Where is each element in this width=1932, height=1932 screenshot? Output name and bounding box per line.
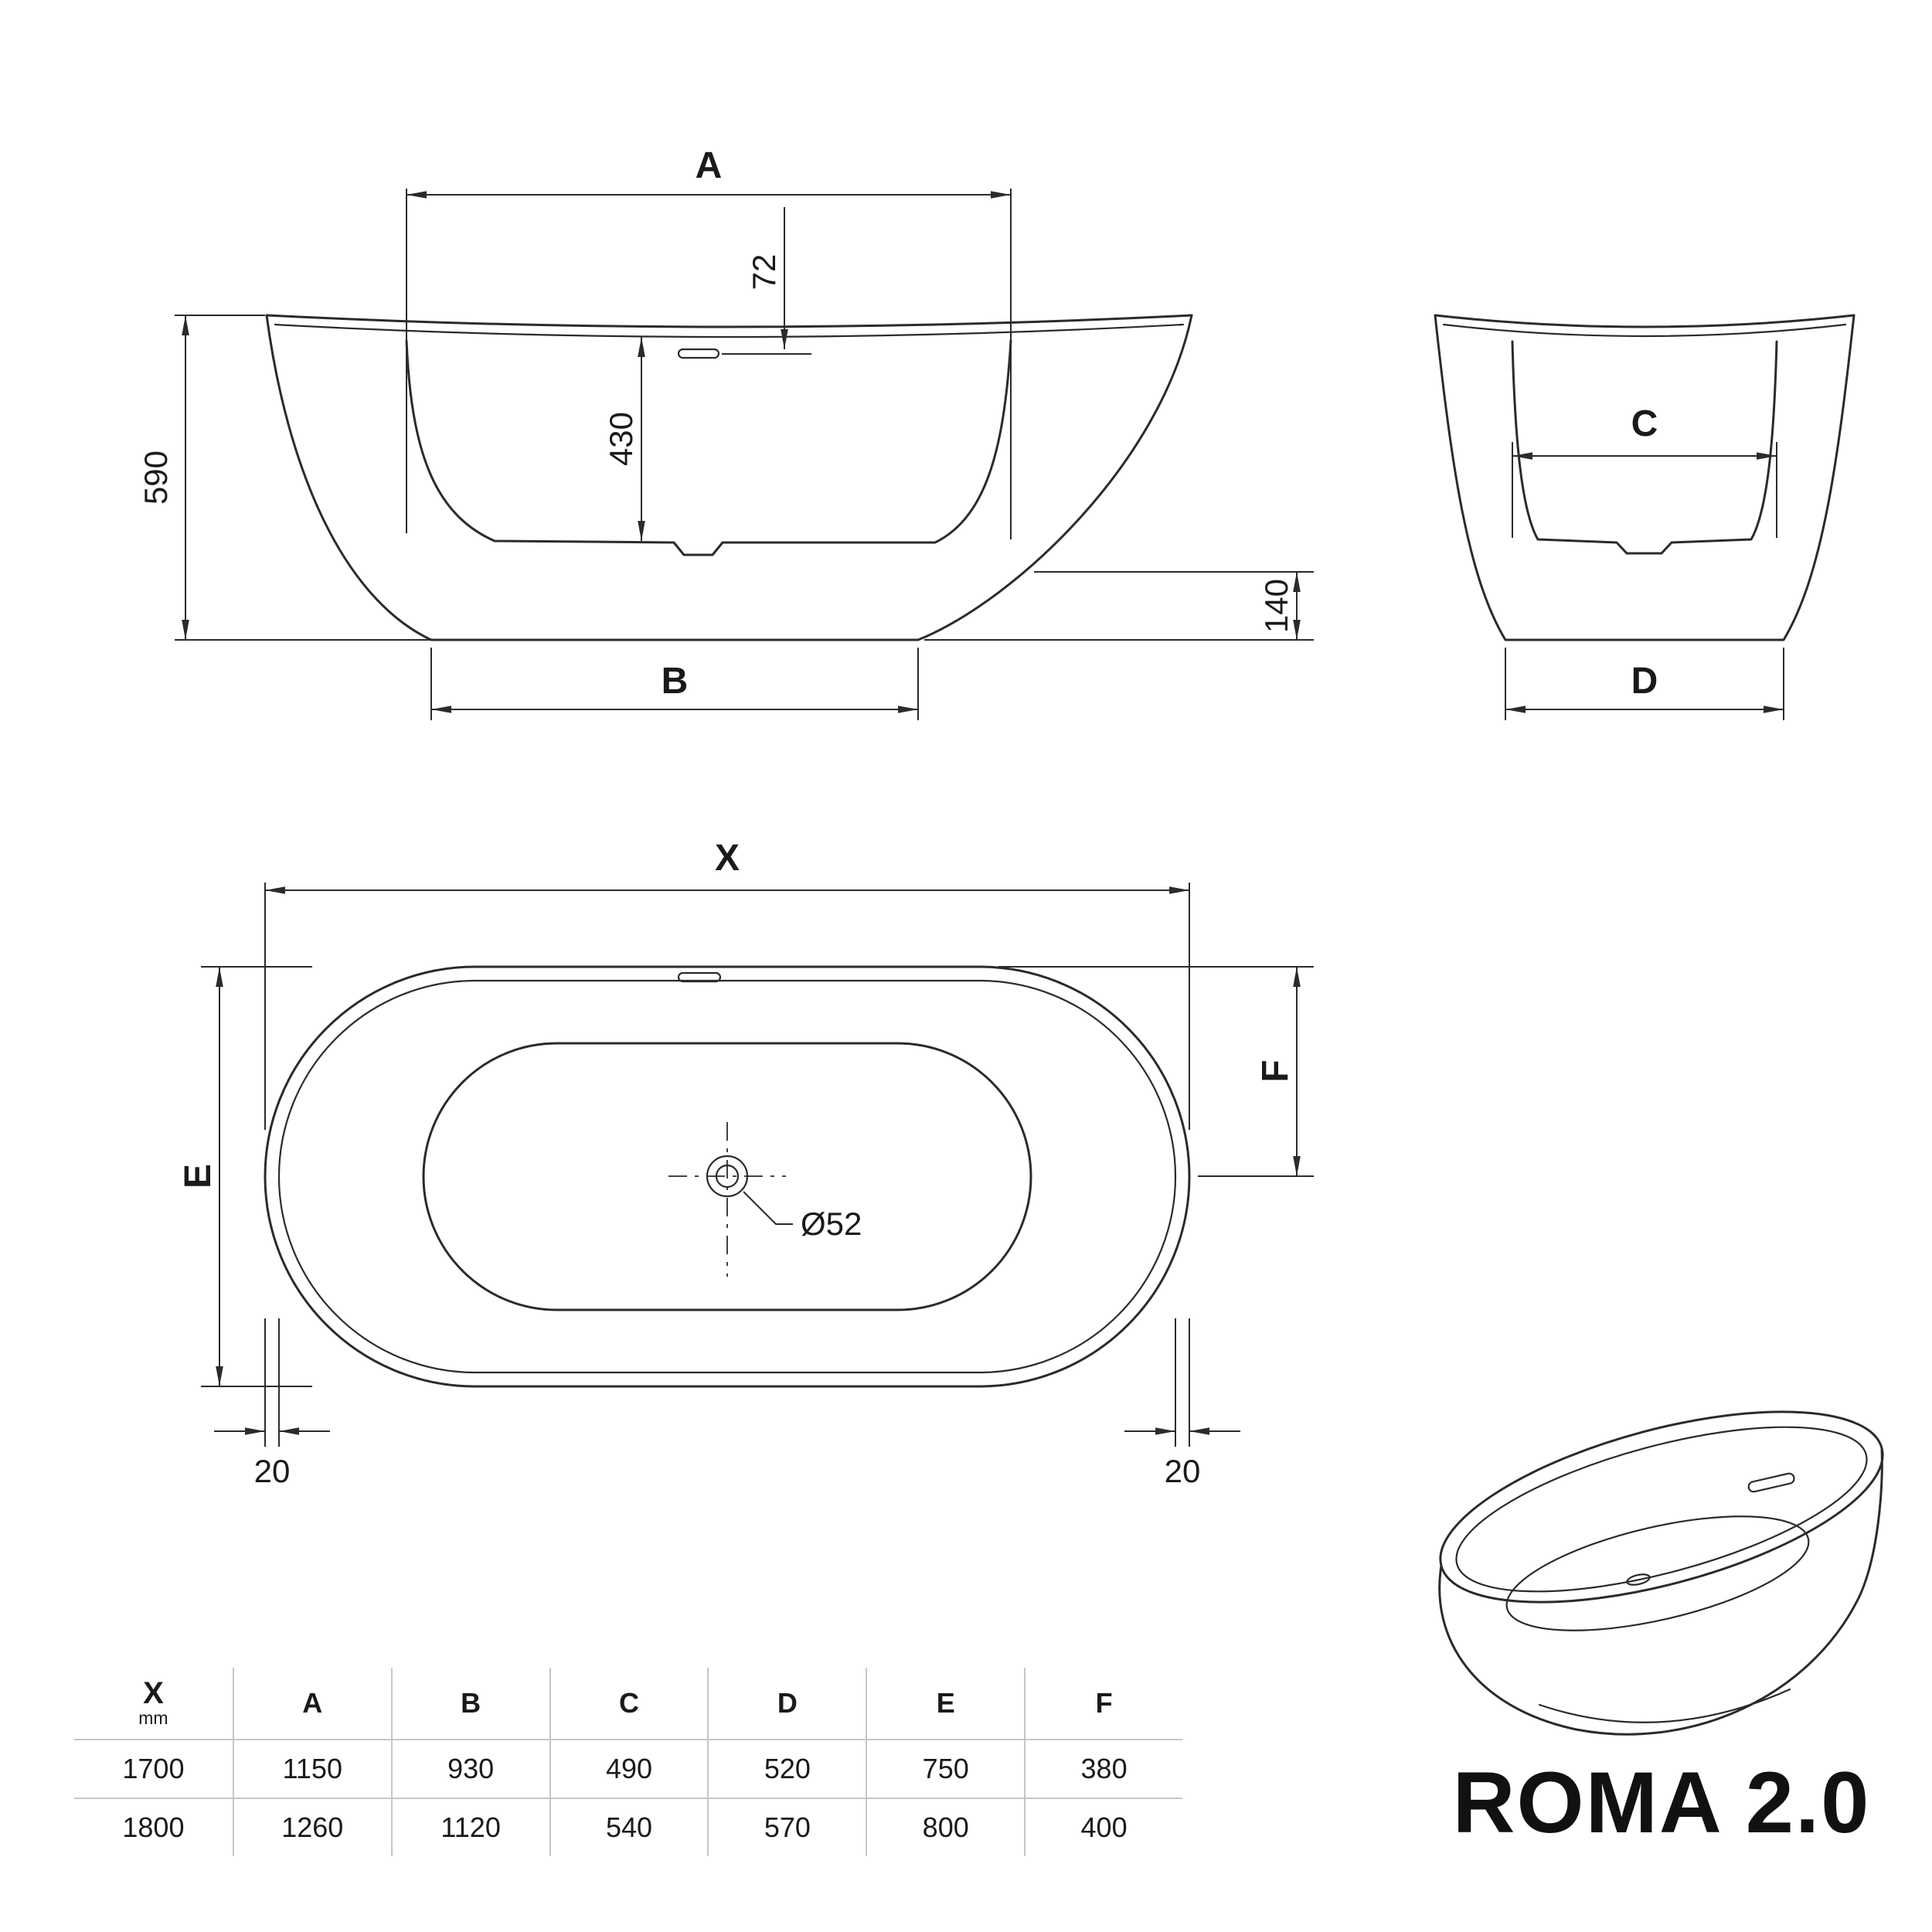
side-dim-a: A <box>406 145 1012 539</box>
iso-overflow-slot <box>1747 1472 1795 1493</box>
end-dim-d-label: D <box>1631 661 1658 702</box>
plan-dim-offset-right: 20 <box>1124 1318 1240 1489</box>
end-view: C D <box>1434 314 1855 720</box>
table-cell: 1260 <box>232 1798 391 1856</box>
plan-outer-rim <box>264 965 1191 1388</box>
product-name: ROMA 2.0 <box>1452 1754 1871 1851</box>
side-dim-overflow: 72 <box>722 207 811 355</box>
table-header-e: E <box>866 1668 1024 1739</box>
plan-dim-e-label: E <box>178 1164 219 1189</box>
table-header-f: F <box>1024 1668 1182 1739</box>
plan-drain: Ø52 <box>668 1122 862 1277</box>
table-header-c: C <box>549 1668 708 1739</box>
table-cell: 520 <box>707 1739 866 1798</box>
side-overflow-slot <box>677 348 720 359</box>
table-cell: 1120 <box>390 1798 549 1856</box>
dimension-table: X mm A B C D E F 1700 1150 930 490 520 7… <box>74 1668 1182 1856</box>
iso-drain <box>1626 1573 1651 1586</box>
end-rim-inner <box>1442 323 1847 338</box>
table-header-x-unit: mm <box>138 1708 168 1729</box>
side-dim-height: 590 <box>138 315 431 641</box>
end-dim-d: D <box>1505 648 1784 720</box>
table-cell: 1150 <box>232 1739 391 1798</box>
side-inner-basin <box>405 339 1012 556</box>
table-cell: 490 <box>549 1739 708 1798</box>
end-dim-c-label: C <box>1631 403 1658 444</box>
end-rim-outer <box>1434 314 1855 328</box>
side-rim-outer <box>265 314 1193 328</box>
plan-second-rim <box>277 979 1177 1374</box>
side-dim-height-label: 590 <box>138 451 174 505</box>
plan-dim-offset-left-label: 20 <box>254 1453 291 1489</box>
drain-leader-line <box>743 1191 793 1225</box>
side-dim-base-height: 140 <box>924 571 1314 641</box>
table-header-x-label: X <box>143 1676 164 1711</box>
side-rim-inner <box>274 323 1185 338</box>
drain-outer-circle <box>706 1155 749 1198</box>
end-dim-c: C <box>1512 403 1777 538</box>
plan-drain-label: Ø52 <box>801 1206 862 1242</box>
side-dim-depth-label: 430 <box>603 412 639 466</box>
plan-dim-offset-right-label: 20 <box>1165 1453 1201 1489</box>
side-dim-base-height-label: 140 <box>1258 579 1294 633</box>
table-cell: 750 <box>866 1739 1025 1798</box>
table-cell: 570 <box>707 1798 866 1856</box>
table-cell: 380 <box>1024 1739 1182 1798</box>
table-cell: 930 <box>390 1739 549 1798</box>
iso-rim-inner <box>1455 1426 1868 1593</box>
table-header-d: D <box>707 1668 866 1739</box>
table-cell: 1700 <box>74 1739 233 1798</box>
side-dim-b: B <box>430 648 919 720</box>
table-header-a: A <box>232 1668 391 1739</box>
table-cell: 800 <box>866 1798 1025 1856</box>
plan-dim-f: F <box>998 966 1314 1177</box>
plan-overflow-slot <box>677 971 722 983</box>
plan-dim-f-label: F <box>1255 1060 1296 1082</box>
plan-dim-x-label: X <box>715 838 740 879</box>
table-cell: 1800 <box>74 1798 233 1856</box>
side-view: A 72 430 590 B <box>138 145 1314 720</box>
plan-view: Ø52 X E F 20 <box>178 838 1314 1489</box>
drain-inner-circle <box>715 1164 740 1189</box>
iso-view <box>1438 1410 1884 1736</box>
side-dim-depth: 430 <box>603 337 645 541</box>
table-header-x: X mm <box>74 1668 233 1739</box>
iso-base-edge <box>1538 1688 1791 1723</box>
table-cell: 540 <box>549 1798 708 1856</box>
end-tub-outline <box>1434 314 1855 641</box>
plan-dim-x: X <box>264 838 1190 1130</box>
iso-body-outline <box>1438 1447 1883 1736</box>
plan-dim-offset-left: 20 <box>214 1318 330 1489</box>
table-header-b: B <box>390 1668 549 1739</box>
plan-dim-e: E <box>178 966 312 1387</box>
side-dim-b-label: B <box>662 661 689 702</box>
side-dim-overflow-label: 72 <box>746 254 782 291</box>
plan-inner-basin <box>422 1042 1032 1311</box>
side-tub-outline <box>265 314 1193 641</box>
table-cell: 400 <box>1024 1798 1182 1856</box>
end-inner-basin <box>1511 340 1778 555</box>
iso-basin-bottom <box>1505 1515 1810 1631</box>
side-dim-a-label: A <box>696 145 723 186</box>
